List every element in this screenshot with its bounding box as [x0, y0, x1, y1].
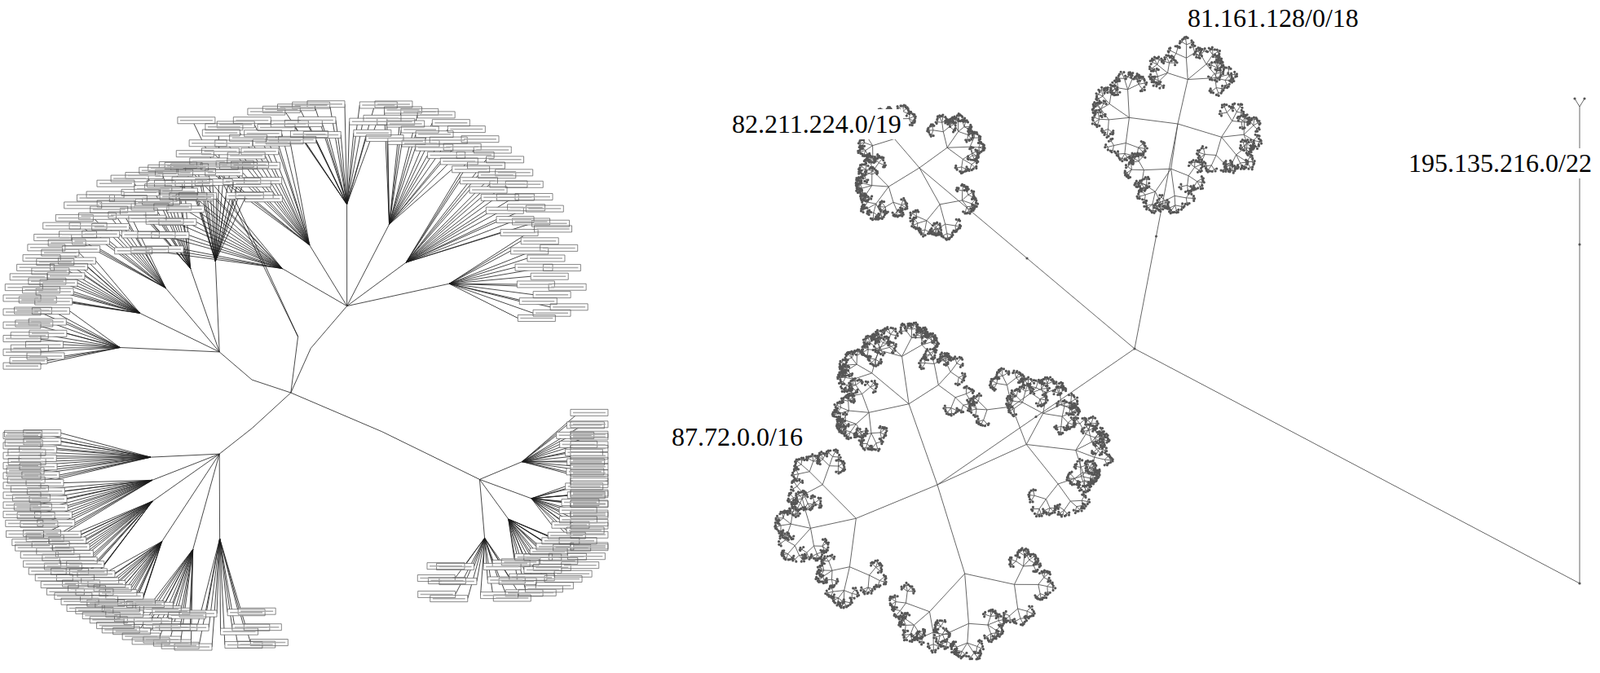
box-scribble	[5, 104, 606, 648]
subnet-label: 82.211.224.0/19	[730, 109, 904, 140]
subnet-label: 81.161.128/0/18	[1185, 3, 1361, 34]
subnet-label: 87.72.0.0/16	[669, 422, 805, 453]
subnet-label: 195.135.216.0/22	[1406, 148, 1594, 179]
label-boxes	[3, 101, 609, 651]
